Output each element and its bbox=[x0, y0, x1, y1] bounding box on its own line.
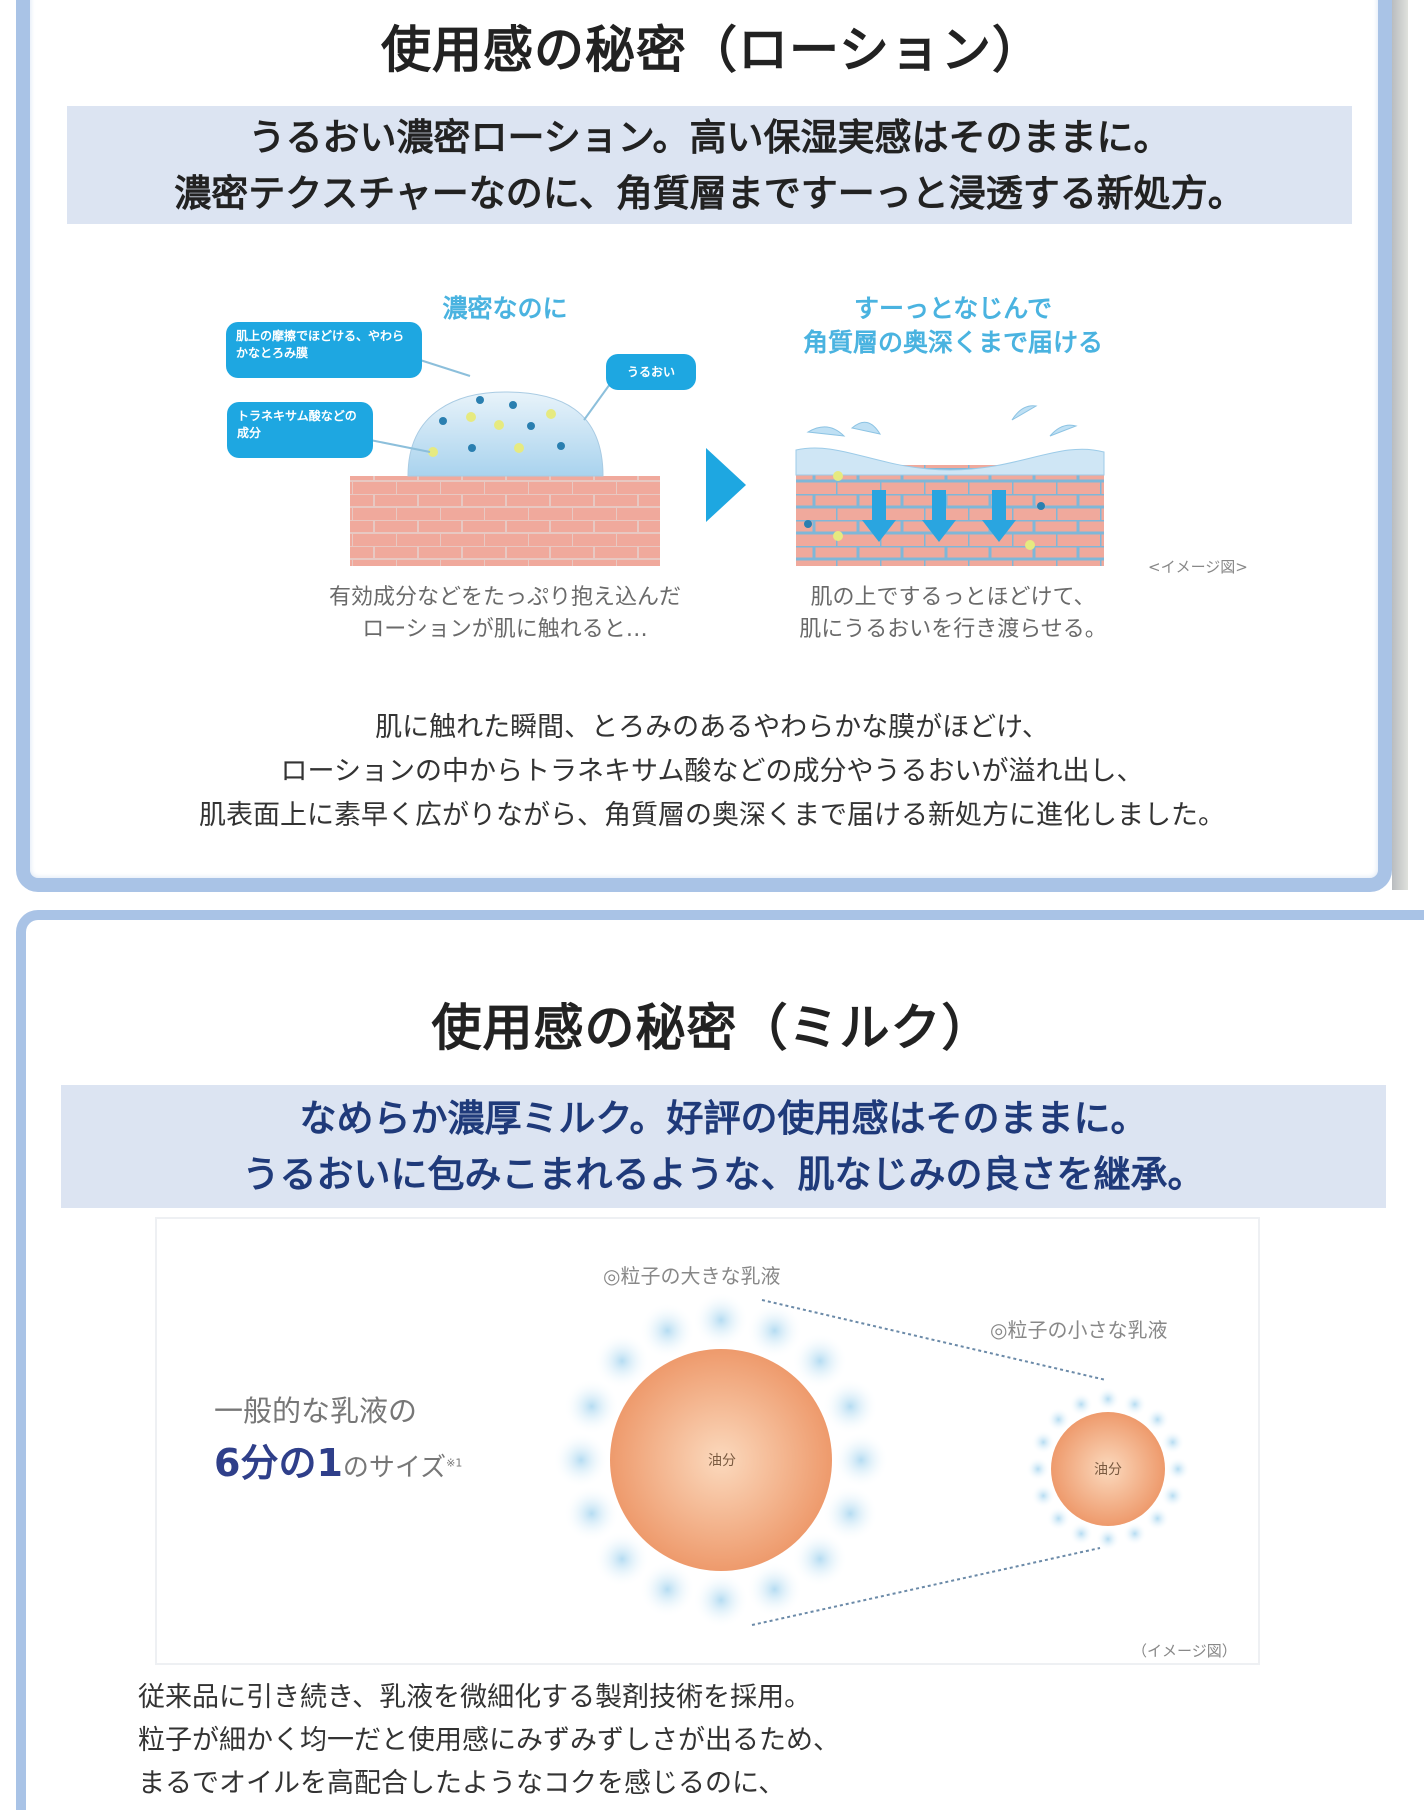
lotion-left-heading: 濃密なのに bbox=[442, 294, 568, 323]
water-droplet bbox=[639, 1561, 696, 1618]
zoom-line-top bbox=[761, 1299, 1107, 1381]
water-droplet bbox=[1069, 1392, 1094, 1417]
water-droplet bbox=[1069, 1521, 1094, 1546]
large-oil-label: 油分 bbox=[708, 1453, 736, 1469]
small-oil-particle bbox=[1051, 1412, 1165, 1526]
water-droplet bbox=[791, 1333, 848, 1390]
water-droplet bbox=[1026, 1457, 1050, 1481]
milk-headline-band: なめらか濃厚ミルク。好評の使用感はそのままに。 うるおいに包みこまれるような、肌… bbox=[61, 1085, 1386, 1208]
skin-layer-left bbox=[350, 476, 660, 566]
caption-line: ローションが肌に触れると… bbox=[362, 617, 648, 642]
size-footnote: ※1 bbox=[446, 1456, 463, 1470]
window-edge bbox=[1392, 0, 1408, 890]
body-line: 従来品に引き続き、乳液を微細化する製剤技術を採用。 bbox=[138, 1682, 812, 1713]
water-droplet bbox=[1096, 1527, 1120, 1551]
lotion-blob-illustration bbox=[350, 359, 660, 566]
heading-line: すーっとなじんで bbox=[853, 294, 1053, 323]
water-droplet bbox=[1046, 1407, 1071, 1432]
large-particle-water-ring bbox=[553, 1292, 889, 1628]
large-particle-label: ◎粒子の大きな乳液 bbox=[603, 1264, 781, 1288]
water-droplet bbox=[563, 1485, 620, 1542]
body-line: ローションの中からトラネキサム酸などの成分やうるおいが溢れ出し、 bbox=[280, 756, 1144, 787]
water-droplet bbox=[1031, 1483, 1056, 1508]
water-droplet bbox=[594, 1530, 651, 1587]
size-line1: 一般的な乳液の bbox=[214, 1394, 418, 1428]
down-arrow-icons bbox=[862, 490, 1016, 542]
water-droplet bbox=[693, 1572, 749, 1628]
lotion-left-caption: 有効成分などをたっぷり抱え込んだ ローションが肌に触れると… bbox=[329, 582, 681, 646]
lotion-title: 使用感の秘密（ローション） bbox=[381, 21, 1043, 79]
size-ratio: 6分の1 bbox=[214, 1441, 343, 1485]
lotion-body: 肌に触れた瞬間、とろみのあるやわらかな膜がほどけ、 ローションの中からトラネキサ… bbox=[0, 706, 1424, 838]
water-droplet bbox=[553, 1432, 609, 1488]
small-oil-label: 油分 bbox=[1094, 1462, 1122, 1478]
lotion-right-heading: すーっとなじんで 角質層の奥深くまで届ける bbox=[803, 292, 1103, 360]
water-droplet bbox=[746, 1561, 803, 1618]
water-droplet bbox=[791, 1530, 848, 1587]
small-particle-water-ring bbox=[1026, 1387, 1190, 1551]
small-particle-label: ◎粒子の小さな乳液 bbox=[990, 1318, 1168, 1342]
size-rest: のサイズ bbox=[342, 1453, 447, 1483]
water-droplet bbox=[594, 1333, 651, 1390]
water-droplet bbox=[563, 1378, 620, 1435]
milk-headline-line: なめらか濃厚ミルク。好評の使用感はそのままに。 bbox=[299, 1097, 1148, 1140]
caption-line: 有効成分などをたっぷり抱え込んだ bbox=[328, 585, 682, 610]
large-oil-particle bbox=[610, 1349, 832, 1571]
milk-diagram-box bbox=[155, 1217, 1260, 1665]
lotion-headline-line: 濃密テクスチャーなのに、角質層まですーっと浸透する新処方。 bbox=[174, 172, 1245, 215]
water-droplet bbox=[1145, 1407, 1170, 1432]
milk-image-note: （イメージ図） bbox=[1132, 1642, 1237, 1660]
ingredient-dots bbox=[428, 396, 565, 457]
water-droplet bbox=[1160, 1483, 1185, 1508]
water-droplet bbox=[1166, 1457, 1190, 1481]
water-droplet bbox=[746, 1302, 803, 1359]
water-droplet bbox=[822, 1378, 879, 1435]
water-droplet bbox=[693, 1292, 749, 1348]
water-droplet bbox=[1122, 1392, 1147, 1417]
lotion-headline-line: うるおい濃密ローション。高い保湿実感はそのままに。 bbox=[248, 116, 1171, 159]
water-droplet bbox=[639, 1302, 696, 1359]
water-droplet bbox=[1145, 1506, 1170, 1531]
water-droplet bbox=[1096, 1387, 1120, 1411]
callout-membrane: 肌上の摩擦でほどける、やわらかなとろみ膜 bbox=[226, 322, 422, 378]
callout-ingredient: トラネキサム酸などの成分 bbox=[227, 402, 373, 458]
lotion-headline-band: うるおい濃密ローション。高い保湿実感はそのままに。 濃密テクスチャーなのに、角質… bbox=[67, 106, 1352, 224]
milk-body: 従来品に引き続き、乳液を微細化する製剤技術を採用。 粒子が細かく均一だと使用感に… bbox=[138, 1676, 840, 1805]
caption-line: 肌にうるおいを行き渡らせる。 bbox=[799, 617, 1107, 642]
next-arrow bbox=[706, 448, 746, 522]
body-line: 肌に触れた瞬間、とろみのあるやわらかな膜がほどけ、 bbox=[375, 712, 1049, 743]
body-line: まるでオイルを高配合したようなコクを感じるのに、 bbox=[138, 1768, 786, 1799]
caption-line: 肌の上でするっとほどけて、 bbox=[810, 585, 1096, 610]
lotion-image-note: <イメージ図> bbox=[1148, 558, 1248, 576]
size-line2: 6分の1のサイズ※1 bbox=[214, 1432, 462, 1487]
lotion-right-caption: 肌の上でするっとほどけて、 肌にうるおいを行き渡らせる。 bbox=[799, 582, 1107, 646]
milk-title: 使用感の秘密（ミルク） bbox=[431, 999, 993, 1057]
skin-layer-right bbox=[796, 465, 1104, 566]
body-line: 肌表面上に素早く広がりながら、角質層の奥深くまで届ける新処方に進化しました。 bbox=[199, 800, 1225, 831]
lotion-diagram bbox=[350, 359, 1105, 566]
water-droplet bbox=[1122, 1521, 1147, 1546]
heading-line: 角質層の奥深くまで届ける bbox=[802, 328, 1104, 357]
callout-moisture: うるおい bbox=[606, 354, 696, 390]
water-droplet bbox=[1046, 1506, 1071, 1531]
water-droplet bbox=[822, 1485, 879, 1542]
milk-headline-line: うるおいに包みこまれるような、肌なじみの良さを継承。 bbox=[242, 1153, 1205, 1196]
water-droplet bbox=[1031, 1430, 1056, 1455]
body-line: 粒子が細かく均一だと使用感にみずみずしさが出るため、 bbox=[138, 1725, 840, 1756]
water-droplet bbox=[1160, 1430, 1185, 1455]
lotion-absorb-illustration bbox=[795, 405, 1105, 566]
water-droplet bbox=[833, 1432, 889, 1488]
